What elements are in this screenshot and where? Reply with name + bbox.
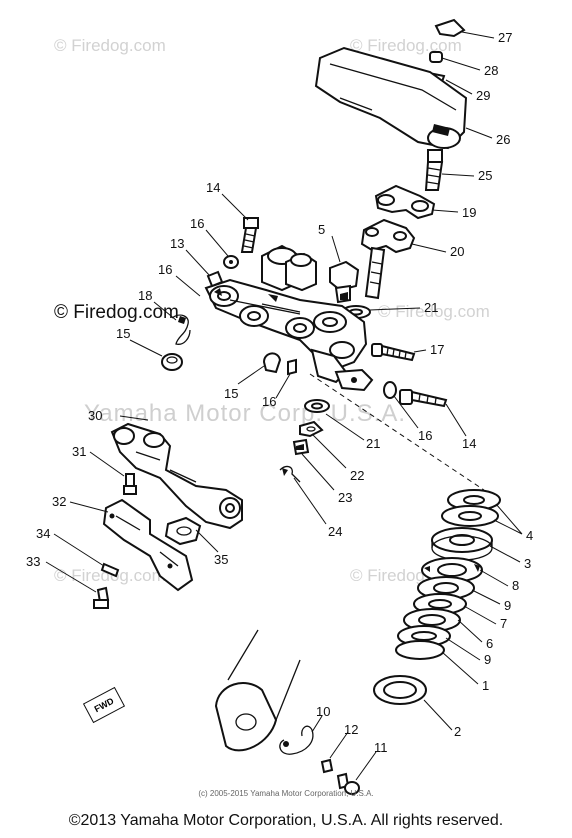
frame-head-tube — [214, 629, 301, 752]
part-35-clamp — [164, 516, 202, 546]
callout-7: 7 — [500, 616, 507, 631]
callout-3: 3 — [524, 556, 531, 571]
callout-12: 12 — [344, 722, 358, 737]
callout-11: 11 — [374, 740, 388, 755]
part-16-washer-right — [383, 381, 397, 399]
part-34-pin — [100, 562, 120, 578]
callout-16-center: 16 — [262, 394, 276, 409]
callout-labels: 27 28 29 26 25 19 20 5 21 14 16 13 16 18… — [26, 30, 533, 755]
callout-15-center: 15 — [224, 386, 238, 401]
callout-6: 6 — [486, 636, 493, 651]
part-1-seat — [395, 640, 445, 660]
center-watermark: Yamaha Motor Corp. U.S.A. — [84, 400, 406, 427]
callout-5: 5 — [318, 222, 325, 237]
callout-9-upper: 9 — [504, 598, 511, 613]
callout-22: 22 — [350, 468, 364, 483]
part-30-headlight-bracket — [110, 422, 243, 530]
callout-30: 30 — [88, 408, 102, 423]
part-4-cone-races — [441, 489, 501, 527]
credit-line: (c) 2005-2015 Yamaha Motor Corporation, … — [198, 789, 374, 798]
part-2-rubber-ring — [373, 675, 427, 705]
steering-axis-line — [309, 373, 485, 491]
part-12-nut — [320, 758, 334, 774]
callout-25: 25 — [478, 168, 492, 183]
part-22-nut — [299, 420, 324, 438]
callout-21-upper: 21 — [424, 300, 438, 315]
callout-34: 34 — [36, 526, 50, 541]
part-3-ball-race — [431, 527, 493, 561]
callout-24: 24 — [328, 524, 342, 539]
footer-copyright: ©2013 Yamaha Motor Corporation, U.S.A. A… — [68, 812, 504, 829]
callout-23: 23 — [338, 490, 352, 505]
callout-31: 31 — [72, 444, 86, 459]
callout-27: 27 — [498, 30, 512, 45]
part-27-clip — [434, 18, 466, 38]
part-16-washer-center — [287, 358, 297, 376]
part-14-bolt-lower — [399, 389, 448, 408]
part-11-screw — [336, 772, 360, 795]
part-26-handlebar-cover — [314, 46, 468, 150]
callout-16-upper: 16 — [190, 216, 204, 231]
callout-15-left: 15 — [116, 326, 130, 341]
main-bracket-assembly — [204, 244, 374, 392]
part-21-washer-lower — [304, 399, 330, 413]
callout-32: 32 — [52, 494, 66, 509]
callout-26: 26 — [496, 132, 510, 147]
callout-16-left: 16 — [158, 262, 172, 277]
callout-2: 2 — [454, 724, 461, 739]
part-28-screw — [429, 51, 443, 63]
callout-8: 8 — [512, 578, 519, 593]
callout-9-lower: 9 — [484, 652, 491, 667]
part-32-plate — [102, 498, 194, 592]
callout-20: 20 — [450, 244, 464, 259]
callout-33: 33 — [26, 554, 40, 569]
part-31-bolt — [123, 473, 137, 495]
callout-29: 29 — [476, 88, 490, 103]
callout-18: 18 — [138, 288, 152, 303]
part-33-bolt — [93, 586, 110, 609]
callout-14-lower: 14 — [462, 436, 476, 451]
part-5-nut — [329, 260, 360, 304]
callout-10: 10 — [316, 704, 330, 719]
part-18-clip — [171, 314, 191, 345]
callout-1: 1 — [482, 678, 489, 693]
part-23-nut — [292, 438, 310, 456]
part-24-cotter-pin — [279, 465, 301, 483]
callout-21-lower: 21 — [366, 436, 380, 451]
callout-14-upper: 14 — [206, 180, 220, 195]
watermark-mid-left: © Firedog.com — [54, 302, 179, 323]
watermark-lower-left: © Firedog.com — [54, 566, 166, 585]
watermark-top-left: © Firedog.com — [54, 36, 166, 55]
callout-4: 4 — [526, 528, 533, 543]
part-16-washer — [223, 255, 239, 269]
watermark-top-right: © Firedog.com — [350, 36, 462, 55]
callout-28: 28 — [484, 63, 498, 78]
part-15-cap-left — [161, 353, 183, 371]
part-10-clip — [279, 725, 314, 755]
watermark-mid-right: © Firedog.com — [378, 302, 490, 321]
callout-16-right: 16 — [418, 428, 432, 443]
part-13-bolt — [206, 270, 224, 288]
callout-13: 13 — [170, 236, 184, 251]
leader-lines — [45, 31, 523, 781]
part-15-cap-center — [262, 352, 282, 374]
part-25-bolt — [424, 149, 444, 191]
part-17-bolt — [371, 343, 416, 362]
part-19-upper-holder — [374, 184, 436, 220]
callout-19: 19 — [462, 205, 476, 220]
part-14-bolt-upper — [240, 217, 259, 253]
callout-17: 17 — [430, 342, 444, 357]
callout-35: 35 — [214, 552, 228, 567]
part-20-lower-holder — [360, 218, 416, 300]
